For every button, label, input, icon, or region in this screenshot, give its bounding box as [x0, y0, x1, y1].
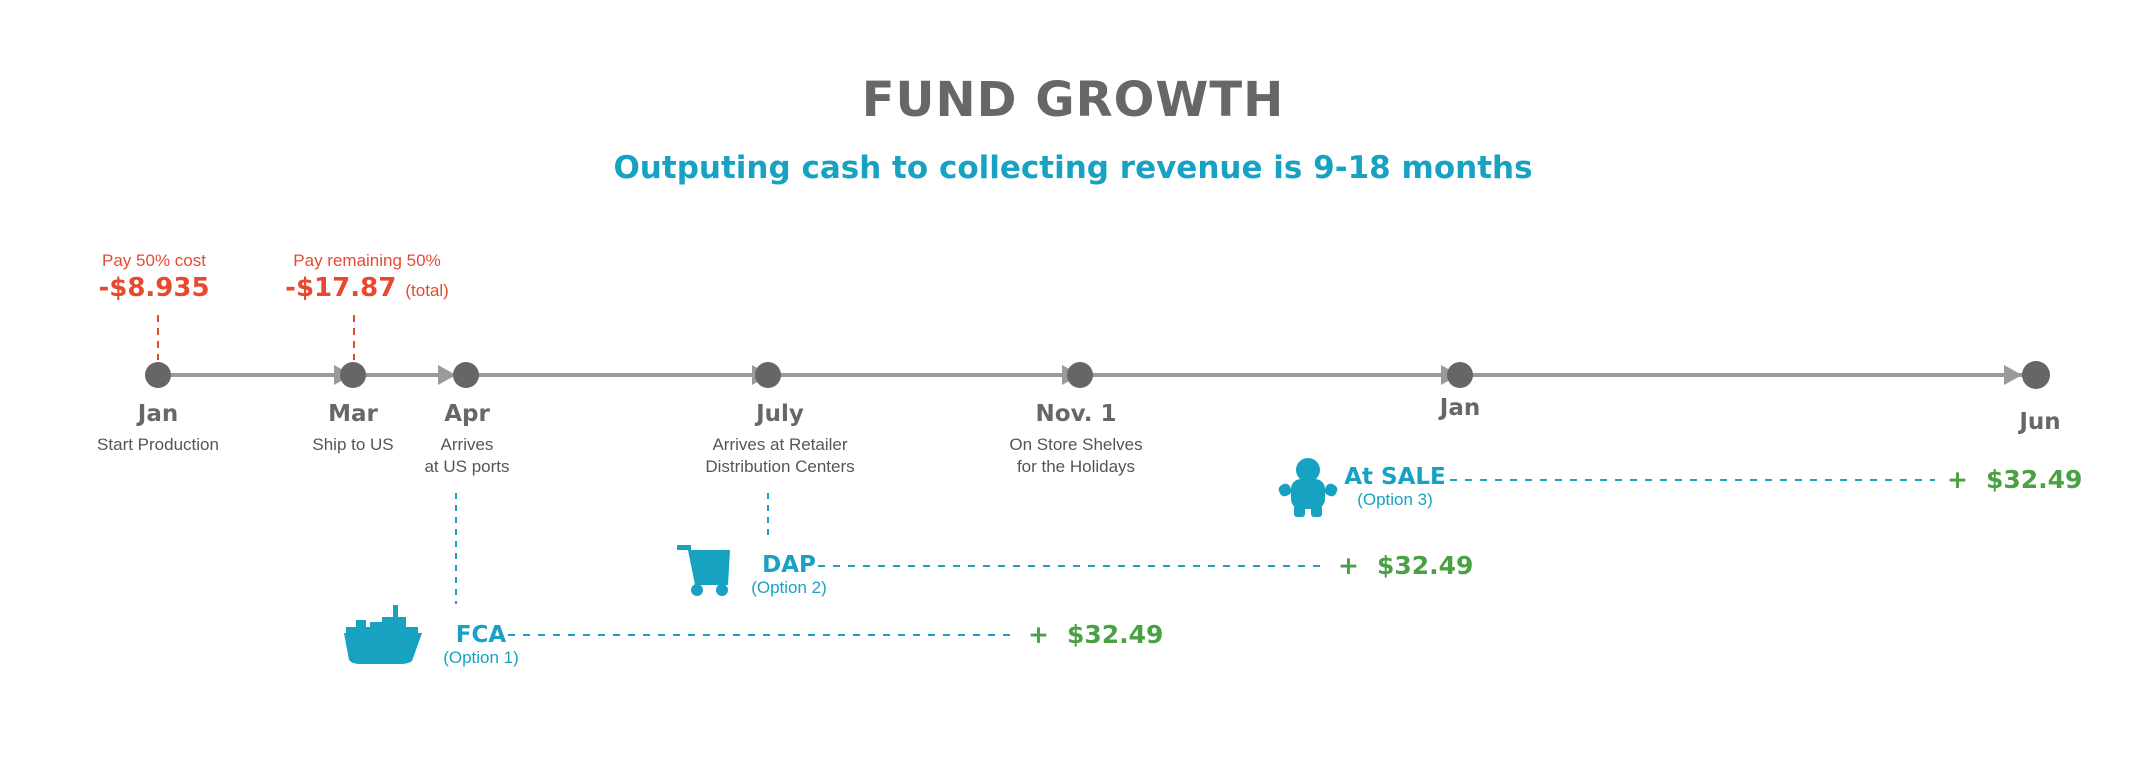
payment-amount-row: -$17.87 (total)	[285, 272, 449, 307]
payment-2: Pay remaining 50% -$17.87 (total)	[285, 250, 449, 307]
ship-icon	[344, 605, 422, 664]
milestone-nov: Nov. 1 On Store Shelves for the Holidays	[1009, 400, 1142, 478]
payment-1: Pay 50% cost -$8.935	[98, 250, 209, 304]
revenue-option-1: + $32.49	[1028, 620, 1163, 649]
timeline-node	[453, 362, 479, 388]
payment-amount: -$17.87	[285, 273, 397, 303]
milestone-name: Jun	[2019, 409, 2061, 435]
timeline-node	[755, 362, 781, 388]
revenue-amount: $32.49	[1376, 551, 1474, 580]
person-icon	[1278, 458, 1338, 517]
timeline-node	[145, 362, 171, 388]
milestone-mar: Mar Ship to US	[312, 400, 393, 456]
option-sub: (Option 1)	[443, 648, 519, 667]
option-3-label: At SALE (Option 3)	[1340, 464, 1450, 510]
revenue-plus: +	[1028, 620, 1049, 649]
option-name: At SALE	[1344, 464, 1446, 490]
milestone-name: Mar	[328, 401, 378, 427]
payment-label: Pay 50% cost	[102, 251, 206, 270]
milestone-desc: Arrives at Retailer Distribution Centers	[705, 434, 854, 478]
timeline-arrow	[2004, 365, 2022, 385]
milestone-jun: Jun	[2019, 408, 2060, 436]
milestone-desc: Start Production	[97, 435, 219, 454]
payment-amount: -$8.935	[98, 273, 210, 303]
milestone-desc-line: at US ports	[424, 457, 510, 476]
milestone-desc: Ship to US	[312, 435, 394, 454]
revenue-plus: +	[1338, 551, 1359, 580]
milestone-july: July Arrives at Retailer Distribution Ce…	[705, 400, 854, 478]
milestone-jan-2: Jan	[1440, 394, 1480, 422]
revenue-option-2: + $32.49	[1338, 551, 1473, 580]
option-sub: (Option 2)	[751, 578, 827, 597]
milestone-apr: Apr Arrives at US ports	[424, 400, 509, 478]
revenue-plus: +	[1947, 465, 1968, 494]
milestone-desc-line: On Store Shelves	[1009, 435, 1143, 454]
option-name: DAP	[762, 552, 816, 578]
revenue-amount: $32.49	[1066, 620, 1164, 649]
timeline-node	[1447, 362, 1473, 388]
timeline-node	[340, 362, 366, 388]
option-name: FCA	[455, 622, 507, 648]
option-1-label: FCA (Option 1)	[426, 622, 536, 668]
timeline-arrow	[438, 365, 456, 385]
milestone-desc-line: Arrives at Retailer	[712, 435, 848, 454]
timeline-node	[2022, 361, 2050, 389]
option-2-label: DAP (Option 2)	[734, 552, 844, 598]
milestone-desc-line: Distribution Centers	[705, 457, 855, 476]
cart-icon	[677, 545, 730, 596]
milestone-desc-line: Arrives	[440, 435, 494, 454]
revenue-option-3: + $32.49	[1947, 465, 2082, 494]
milestone-name: Apr	[444, 401, 490, 427]
milestone-desc: Arrives at US ports	[424, 434, 509, 478]
payment-label: Pay remaining 50%	[293, 251, 441, 270]
milestone-name: Jan	[1439, 395, 1481, 421]
milestone-name: July	[756, 401, 804, 427]
milestone-jan: Jan Start Production	[97, 400, 219, 456]
page-subtitle: Outputing cash to collecting revenue is …	[613, 150, 1533, 186]
revenue-amount: $32.49	[1985, 465, 2083, 494]
milestone-name: Nov. 1	[1035, 401, 1117, 427]
option-sub: (Option 3)	[1357, 490, 1433, 509]
milestone-desc-line: for the Holidays	[1016, 457, 1136, 476]
page-title: FUND GROWTH	[861, 72, 1285, 128]
milestone-desc: On Store Shelves for the Holidays	[1009, 434, 1142, 478]
payment-note: (total)	[405, 281, 449, 300]
milestone-name: Jan	[137, 401, 179, 427]
timeline-node	[1067, 362, 1093, 388]
